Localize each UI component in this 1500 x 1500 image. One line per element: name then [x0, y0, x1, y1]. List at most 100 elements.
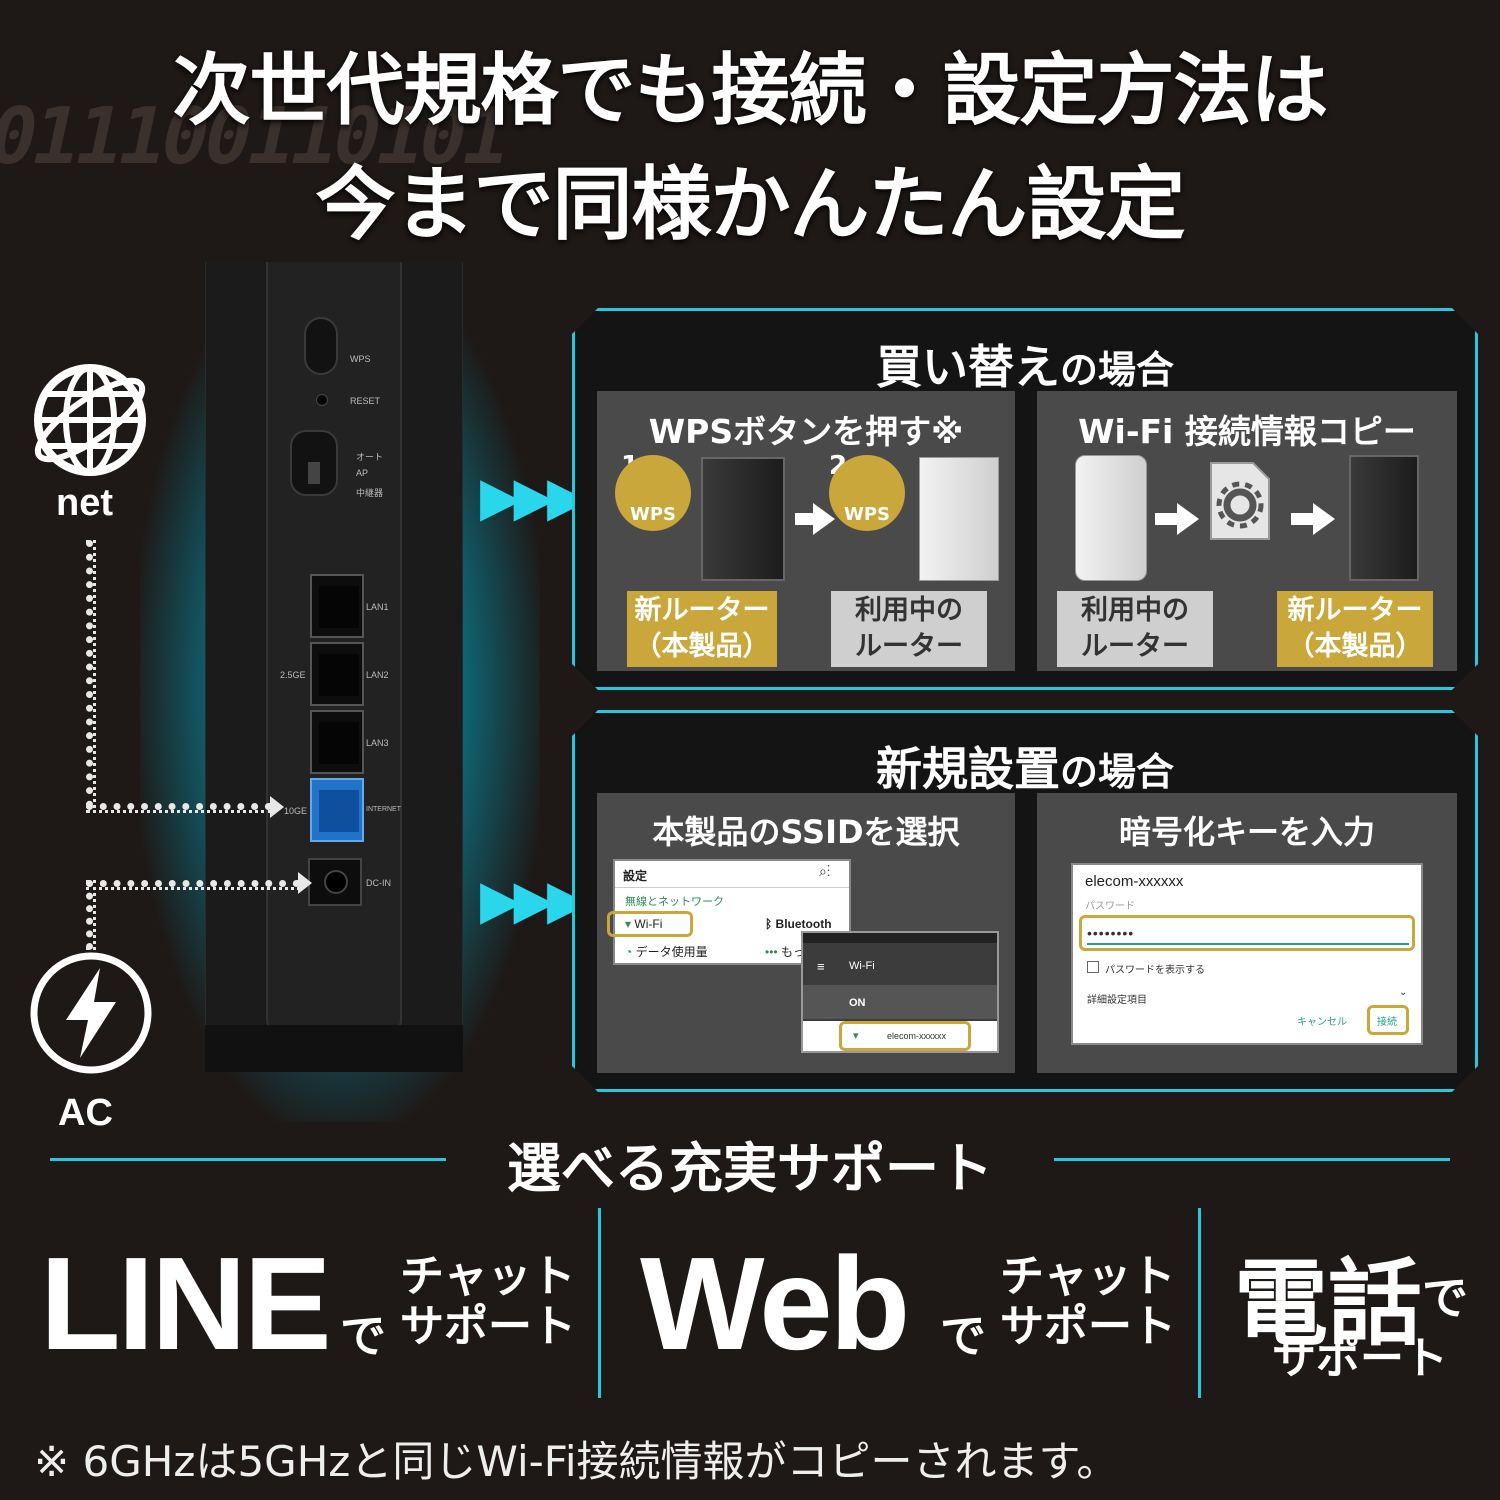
ssid-wifi-icon: ▾: [853, 1030, 859, 1042]
lan1-port: [310, 574, 364, 638]
current-router-device-1: [919, 457, 999, 581]
data-usage-menu-item[interactable]: ◔ データ使用量: [625, 943, 708, 960]
new-router-tag-2-line2: （本製品）: [1287, 631, 1423, 662]
show-password-checkbox[interactable]: [1087, 961, 1099, 973]
support-title-line-right: [1054, 1158, 1450, 1161]
web-chat-word: チャット: [1000, 1251, 1176, 1302]
bluetooth-menu-item[interactable]: ᛒ Bluetooth: [765, 917, 832, 931]
router-body: WPS RESET オート AP 中継器 LAN1 LAN2 2.5GE LAN…: [205, 262, 463, 1072]
ssid-row[interactable]: [803, 1021, 997, 1051]
ssid-subpanel: 本製品のSSIDを選択 設定 ⌕⋮ 無線とネットワーク ▾ Wi-Fi ᛒ Bl…: [597, 793, 1015, 1073]
web-de: で: [940, 1309, 986, 1363]
router-base: [205, 1025, 463, 1072]
wifi-screen-title: Wi-Fi: [849, 960, 875, 972]
ac-cable-vertical: [86, 880, 96, 950]
settings-screen-title: 設定: [623, 869, 648, 883]
new-router-tag-2: 新ルーター （本製品）: [1277, 591, 1433, 667]
settings-divider: [615, 887, 849, 888]
router-back-panel: WPS RESET オート AP 中継器 LAN1 LAN2 2.5GE LAN…: [266, 262, 402, 1032]
line-support-word: サポート: [400, 1301, 576, 1352]
chevron-down-icon[interactable]: ⌄: [1399, 987, 1408, 998]
wifi-highlight-box: [607, 911, 693, 937]
new-setup-panel: 新規設置の場合 本製品のSSIDを選択 設定 ⌕⋮ 無線とネットワーク ▾ Wi…: [572, 710, 1478, 1092]
current-router-tag-1-line2: ルーター: [855, 631, 963, 662]
password-dialog-ssid: elecom-xxxxxx: [1085, 873, 1184, 890]
dc-in-port: [308, 858, 362, 906]
new-router-device-1: [701, 457, 785, 581]
wifi-on-label[interactable]: ON: [849, 997, 866, 1009]
replace-panel: 買い替えの場合 WPSボタンを押す※ 1 WPS 2 WPS 新ルーター （本製…: [572, 308, 1478, 690]
more-menu-item[interactable]: ••• もっ: [765, 943, 805, 960]
mode-label-ap: AP: [356, 468, 369, 478]
connect-button[interactable]: 接続: [1377, 1017, 1397, 1028]
lan2-port: [310, 642, 364, 706]
dc-in-label: DC-IN: [366, 878, 391, 888]
phone-support-title: 電話: [1234, 1251, 1423, 1356]
data-usage-icon: ◔: [625, 945, 633, 959]
support-title: 選べる充実サポート: [507, 1137, 993, 1200]
wps-button: [304, 317, 338, 375]
lan3-port: [310, 710, 364, 774]
new-panel-title: 新規設置の場合: [575, 733, 1475, 799]
web-support-word: サポート: [1000, 1301, 1176, 1352]
settings-file-icon: [1209, 461, 1271, 541]
speed-10ge-label: 10GE: [284, 806, 308, 816]
more-label: もっ: [780, 945, 805, 959]
copy-arrow-1-body: [1155, 513, 1179, 525]
lan2-label: LAN2: [366, 670, 389, 680]
ac-cable-horizontal: [86, 880, 300, 890]
support-title-line-left: [50, 1158, 446, 1161]
new-router-tag-1-line2: （本製品）: [634, 631, 770, 662]
headline-line-2: 今まで同様かんたん設定: [315, 158, 1186, 251]
mode-switch-knob: [308, 462, 320, 484]
wps-badge-2: WPS: [829, 455, 905, 531]
internet-port: [310, 778, 364, 842]
new-router-tag-2-line1: 新ルーター: [1287, 595, 1423, 626]
current-router-tag-2-line1: 利用中の: [1081, 595, 1189, 626]
replace-title-suffix: の場合: [1059, 348, 1174, 392]
current-router-device-2: [1075, 455, 1147, 581]
bluetooth-icon: ᛒ: [765, 917, 773, 931]
power-bolt-icon: [30, 952, 152, 1074]
data-usage-label: データ使用量: [635, 945, 708, 959]
headline-line-1: 次世代規格でも接続・設定方法は: [172, 46, 1328, 136]
wifi-menu-item[interactable]: ▾ Wi-Fi: [625, 917, 662, 931]
internet-label: INTERNET: [366, 806, 401, 813]
globe-icon: [34, 364, 146, 476]
net-cable-horizontal: [86, 803, 272, 813]
wps-arrow-body: [795, 513, 815, 525]
ac-cable-arrow: [298, 872, 312, 894]
password-highlight-box: [1079, 915, 1415, 951]
wps-label: WPS: [350, 354, 371, 364]
ssid-subpanel-title: 本製品のSSIDを選択: [652, 813, 960, 851]
phone-de: で: [1422, 1271, 1468, 1325]
footnote: ※ 6GHzは5GHzと同じWi-Fi接続情報がコピーされます。: [34, 1437, 1119, 1486]
password-input[interactable]: ••••••••: [1087, 925, 1409, 945]
current-router-tag-1: 利用中の ルーター: [831, 591, 987, 667]
wps-subpanel: WPSボタンを押す※ 1 WPS 2 WPS 新ルーター （本製品） 利用中の …: [597, 391, 1015, 671]
menu-icon[interactable]: ≡: [817, 959, 825, 974]
new-router-tag-1: 新ルーター （本製品）: [627, 591, 777, 667]
current-router-tag-1-line1: 利用中の: [855, 595, 963, 626]
key-subpanel: 暗号化キーを入力 elecom-xxxxxx パスワード •••••••• パス…: [1037, 793, 1457, 1073]
chevrons-replace-icon: ▶▶▶: [480, 465, 589, 528]
advanced-settings-label[interactable]: 詳細設定項目: [1087, 995, 1147, 1006]
chevrons-new-icon: ▶▶▶: [480, 868, 589, 931]
new-router-tag-1-line1: 新ルーター: [634, 595, 770, 626]
current-router-tag-2: 利用中の ルーター: [1057, 591, 1213, 667]
connect-highlight-box: [1367, 1005, 1409, 1035]
lan1-port-hole: [319, 586, 359, 628]
cancel-button[interactable]: キャンセル: [1297, 1017, 1347, 1028]
lan2-port-hole: [319, 654, 359, 696]
wifi-screen: ≡ Wi-Fi ON ▾ elecom-xxxxxx: [801, 931, 999, 1053]
new-title-suffix: の場合: [1059, 750, 1174, 794]
net-cable-arrow: [270, 796, 284, 818]
search-icon[interactable]: ⌕⋮: [819, 863, 831, 879]
net-label: net: [56, 482, 113, 524]
phone-support-word: サポート: [1272, 1333, 1448, 1384]
lan3-label: LAN3: [366, 738, 389, 748]
web-chat-support: チャット サポート: [1000, 1252, 1176, 1352]
wps-subpanel-title: WPSボタンを押す※: [648, 412, 964, 451]
net-cable-vertical: [86, 540, 96, 808]
bluetooth-menu-label: Bluetooth: [775, 917, 832, 931]
